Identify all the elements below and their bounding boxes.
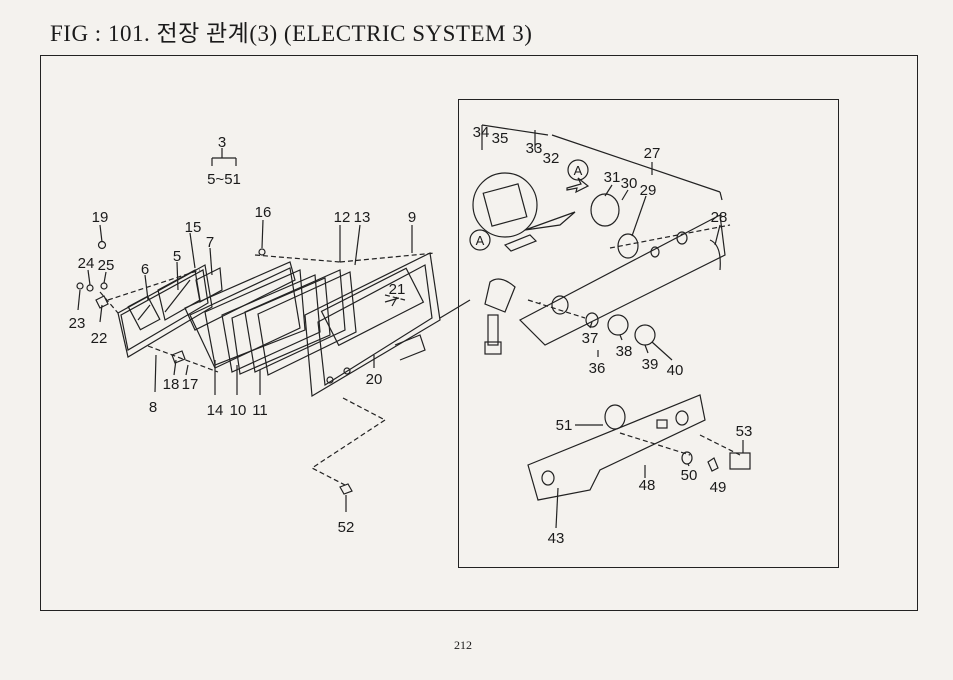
washer-24 [86,284,94,292]
screw-21 [384,297,400,303]
callout-37: 37 [582,330,599,347]
callout-21: 21 [389,281,406,298]
callout-20: 20 [366,371,383,388]
nut-23 [76,282,84,290]
callout-10: 10 [230,402,247,419]
cluster-housing [184,261,357,376]
svg-text:A: A [574,163,583,178]
view-a-marker: A [469,229,491,251]
callout-36: 36 [589,360,606,377]
callout-43: 43 [548,530,565,547]
callout-48: 48 [639,477,656,494]
screw-19 [97,240,107,250]
callout-35: 35 [492,130,509,147]
callout-18: 18 [163,376,180,393]
connector-53 [729,452,751,470]
meter-face-plate [117,264,223,358]
callout-33: 33 [526,140,543,157]
callout-6: 6 [141,261,149,278]
svg-text:A: A [476,233,485,248]
callout-40: 40 [667,362,684,379]
connector-32 [503,234,538,252]
cluster-bezel [304,252,441,398]
callout-23: 23 [69,315,86,332]
callout-19: 19 [92,209,109,226]
callout-8: 8 [149,399,157,416]
callout-29: 29 [640,182,657,199]
callout-49: 49 [710,479,727,496]
callout-51: 51 [556,417,573,434]
diagram-frame [40,55,918,611]
callout-9: 9 [408,209,416,226]
bracket-43 [527,394,706,501]
callout-38: 38 [616,343,633,360]
callout-30: 30 [621,175,638,192]
callout-14: 14 [207,402,224,419]
callout-28: 28 [711,209,728,226]
harness-33 [524,211,576,231]
callout-11: 11 [252,402,268,419]
page-number: 212 [454,638,472,652]
callout-31: 31 [604,169,621,186]
callout-53: 53 [736,423,753,440]
callout-15: 15 [185,219,202,236]
group-label-range: 5~51 [207,171,241,188]
bulb-socket-17 [171,350,186,364]
direction-arrow [566,177,590,194]
callout-16: 16 [255,204,272,221]
callout-17: 17 [182,376,199,393]
group-label-top: 3 [218,134,226,151]
figure-title: FIG : 101. 전장 관계(3) (ELECTRIC SYSTEM 3) [50,21,533,46]
nut-50 [681,451,693,465]
detail-view-a-frame [458,99,839,568]
callout-50: 50 [681,467,698,484]
callout-5: 5 [173,248,181,265]
callout-25: 25 [98,257,115,274]
callout-7: 7 [206,234,214,251]
callout-39: 39 [642,356,659,373]
assembly-guide-lines [99,224,741,486]
callout-13: 13 [354,209,371,226]
callout-22: 22 [91,330,108,347]
clip-49 [707,457,719,472]
clip-28 [709,239,721,271]
bulb-22 [95,295,109,309]
callout-27: 27 [644,145,661,162]
callout-34: 34 [473,124,490,141]
callout-24: 24 [78,255,95,272]
view-a-marker-detail: A [567,159,589,181]
callout-12: 12 [334,209,351,226]
bulb-52 [339,483,353,495]
switch-36 [484,278,656,355]
callout-32: 32 [543,150,560,167]
rheostat-switch-27 [518,193,726,346]
harness-line [439,299,471,319]
screw-16 [258,248,266,256]
washer-25 [100,282,108,290]
callout-52: 52 [338,519,355,536]
dimmer-knob-35 [472,172,538,238]
